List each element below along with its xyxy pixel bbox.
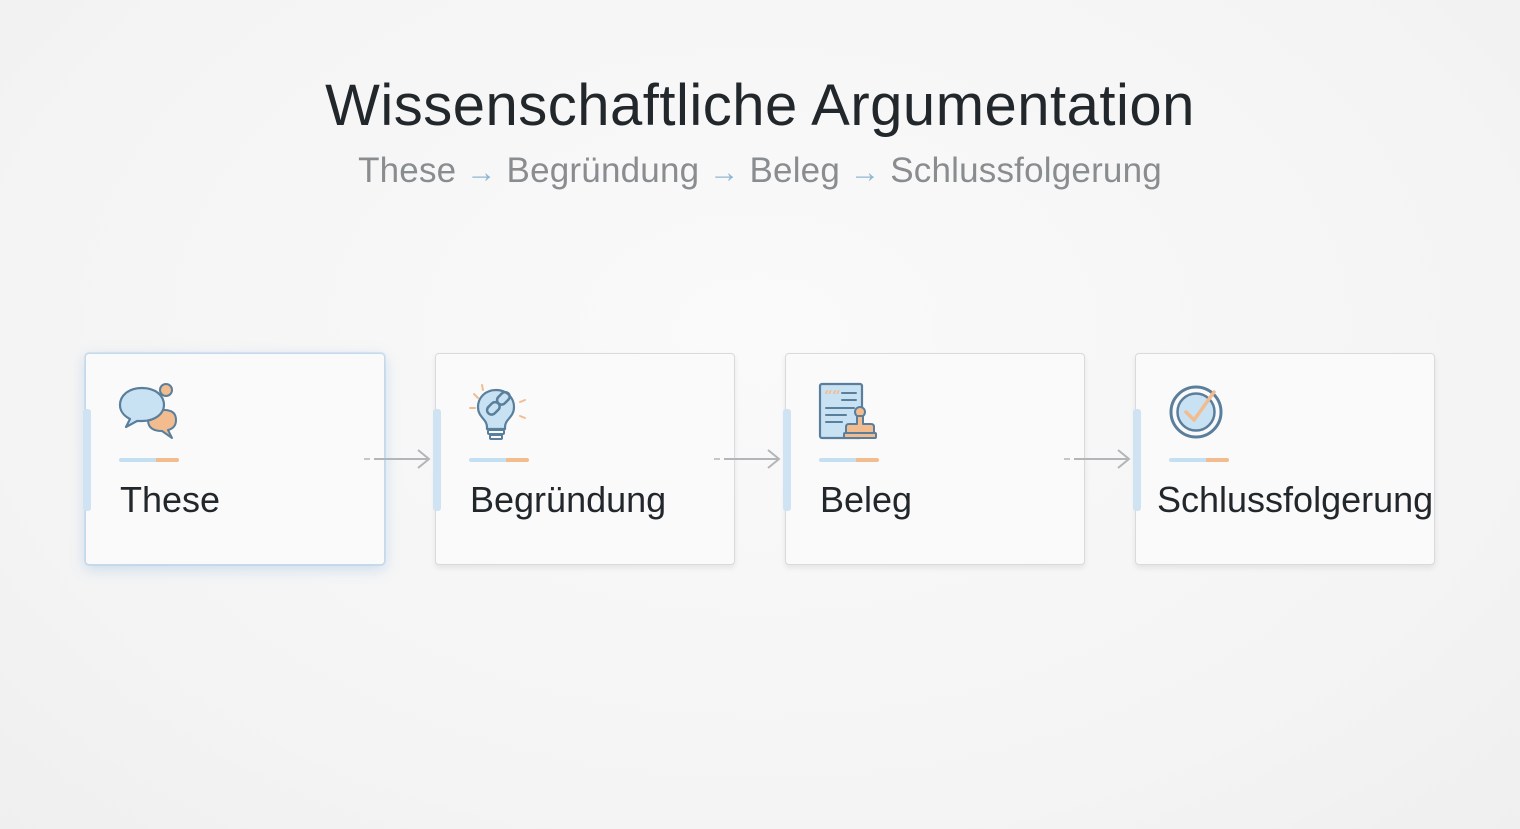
subtitle-flow: These → Begründung → Beleg → Schlussfolgerung <box>0 151 1520 191</box>
step-label: These <box>120 479 221 520</box>
document-stamp-icon: “ “ <box>816 382 882 444</box>
card-divider <box>119 458 179 462</box>
step-label: Begründung <box>470 479 667 520</box>
step-card-begruendung[interactable]: Begründung <box>433 353 735 565</box>
flow-arrow-icon <box>1064 449 1131 469</box>
subtitle-arrow-icon: → <box>850 156 881 189</box>
subtitle-arrow-icon: → <box>709 156 740 189</box>
card-divider <box>1169 458 1229 462</box>
lightbulb-link-icon <box>466 382 532 444</box>
card-divider <box>819 458 879 462</box>
subtitle-step-begruendung: Begründung <box>506 151 700 190</box>
subtitle-arrow-icon: → <box>466 156 497 189</box>
step-label: Beleg <box>820 479 913 520</box>
step-card-beleg[interactable]: “ “ Beleg <box>783 353 1085 565</box>
subtitle-step-beleg: Beleg <box>749 151 841 190</box>
check-circle-icon <box>1166 382 1232 444</box>
card-side-tab <box>783 409 791 511</box>
svg-text:“: “ <box>832 387 841 405</box>
card-side-tab <box>433 409 441 511</box>
speech-bubbles-icon <box>116 382 182 444</box>
subtitle-step-these: These <box>358 151 457 190</box>
card-divider <box>469 458 529 462</box>
page-title: Wissenschaftliche Argumentation <box>325 73 1195 138</box>
flow-arrow-icon <box>714 449 781 469</box>
step-label: Schlussfolgerung <box>1157 479 1434 520</box>
subtitle-step-schlussfolgerung: Schlussfolgerung <box>890 151 1162 190</box>
step-card-these[interactable]: These <box>83 353 385 565</box>
step-card-schlussfolgerung[interactable]: Schlussfolgerung <box>1133 353 1435 565</box>
card-side-tab <box>83 409 91 511</box>
svg-text:“: “ <box>824 387 833 405</box>
flow-arrow-icon <box>364 449 431 469</box>
card-side-tab <box>1133 409 1141 511</box>
